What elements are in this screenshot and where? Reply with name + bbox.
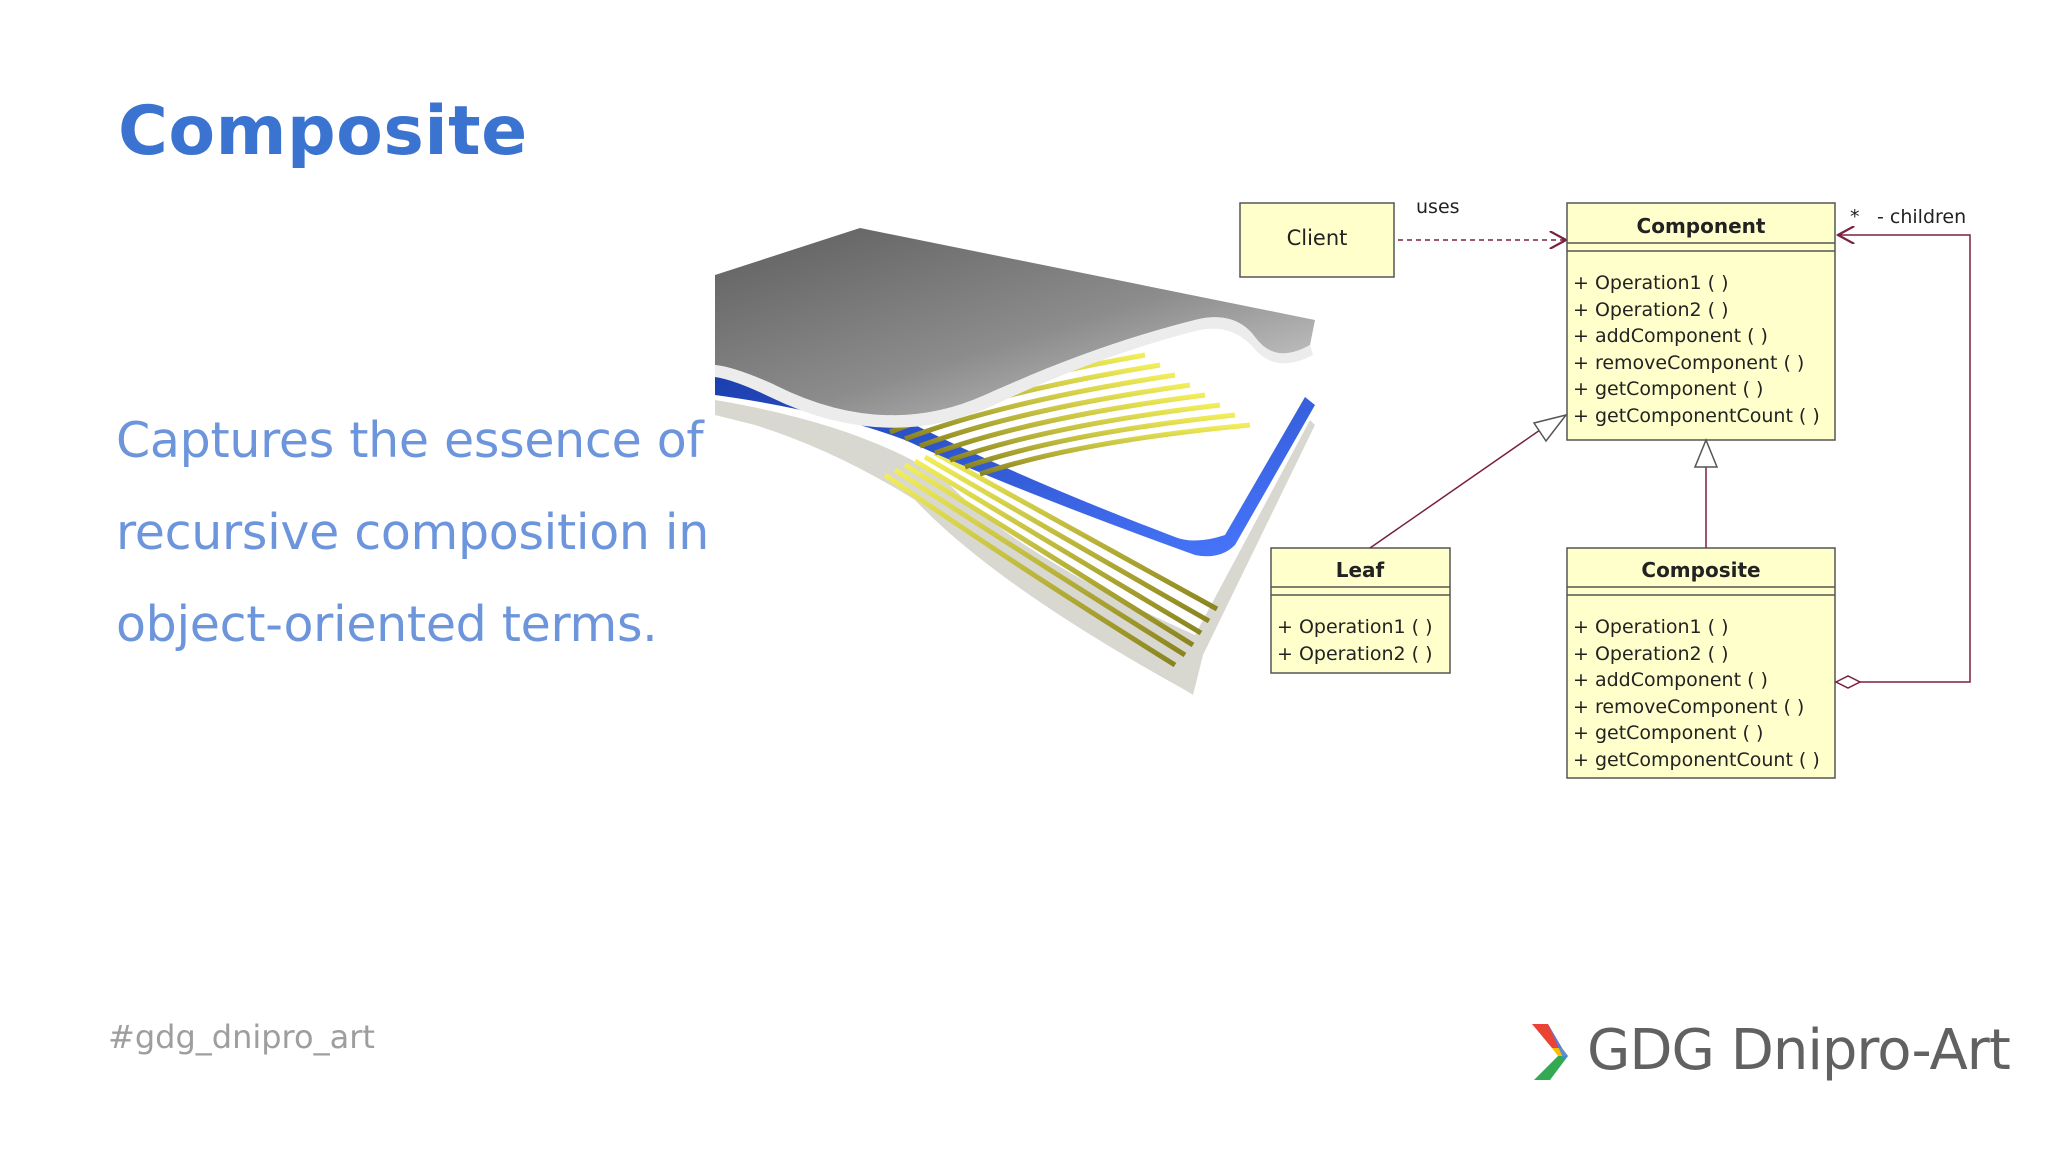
children-role-label: - children xyxy=(1877,206,1966,228)
gdg-chevron-logo-icon xyxy=(1532,1024,1568,1080)
composite-operation: + addComponent ( ) xyxy=(1573,669,1768,691)
leaf-operation: + Operation1 ( ) xyxy=(1277,616,1433,638)
hashtag-footer: #gdg_dnipro_art xyxy=(108,1018,375,1056)
body-line: recursive composition in xyxy=(116,504,710,561)
composite-operation: + Operation2 ( ) xyxy=(1573,643,1729,665)
cable-illustration xyxy=(715,228,1315,695)
component-operation: + removeComponent ( ) xyxy=(1573,352,1804,374)
body-line: object-oriented terms. xyxy=(116,596,658,653)
composite-operation: + Operation1 ( ) xyxy=(1573,616,1729,638)
slide-body-text: Captures the essence of recursive compos… xyxy=(116,395,736,671)
composite-uml-diagram: Client uses Component + Operation1 ( ) +… xyxy=(1239,196,1971,779)
component-operation: + getComponentCount ( ) xyxy=(1573,405,1820,427)
component-class: Component + Operation1 ( ) + Operation2 … xyxy=(1566,202,1836,441)
slide-title: Composite xyxy=(118,92,528,171)
composite-class-name: Composite xyxy=(1641,558,1760,582)
leaf-class: Leaf + Operation1 ( ) + Operation2 ( ) xyxy=(1270,547,1451,674)
composite-generalization-arrowhead xyxy=(1693,438,1719,468)
leaf-generalization-arrowhead xyxy=(1532,413,1568,443)
leaf-generalization-line xyxy=(1369,429,1541,549)
children-aggregation-line xyxy=(1838,235,1971,683)
client-class-name: Client xyxy=(1287,226,1348,250)
gdg-logo-text: GDG Dnipro-Art xyxy=(1587,1018,2011,1083)
multiplicity-label: * xyxy=(1850,206,1860,228)
composite-operation: + getComponent ( ) xyxy=(1573,722,1763,744)
component-operation: + getComponent ( ) xyxy=(1573,378,1763,400)
leaf-operation: + Operation2 ( ) xyxy=(1277,643,1433,665)
component-operation: + Operation1 ( ) xyxy=(1573,272,1729,294)
composite-class: Composite + Operation1 ( ) + Operation2 … xyxy=(1566,547,1836,779)
component-operation: + addComponent ( ) xyxy=(1573,325,1768,347)
body-line: Captures the essence of xyxy=(116,412,704,469)
client-class: Client xyxy=(1239,202,1395,278)
composite-operation: + removeComponent ( ) xyxy=(1573,696,1804,718)
composite-operation: + getComponentCount ( ) xyxy=(1573,749,1820,771)
leaf-class-name: Leaf xyxy=(1336,558,1385,582)
component-operation: + Operation2 ( ) xyxy=(1573,299,1729,321)
component-class-name: Component xyxy=(1637,214,1766,238)
aggregation-diamond-icon xyxy=(1834,675,1862,689)
uses-label: uses xyxy=(1416,196,1460,218)
